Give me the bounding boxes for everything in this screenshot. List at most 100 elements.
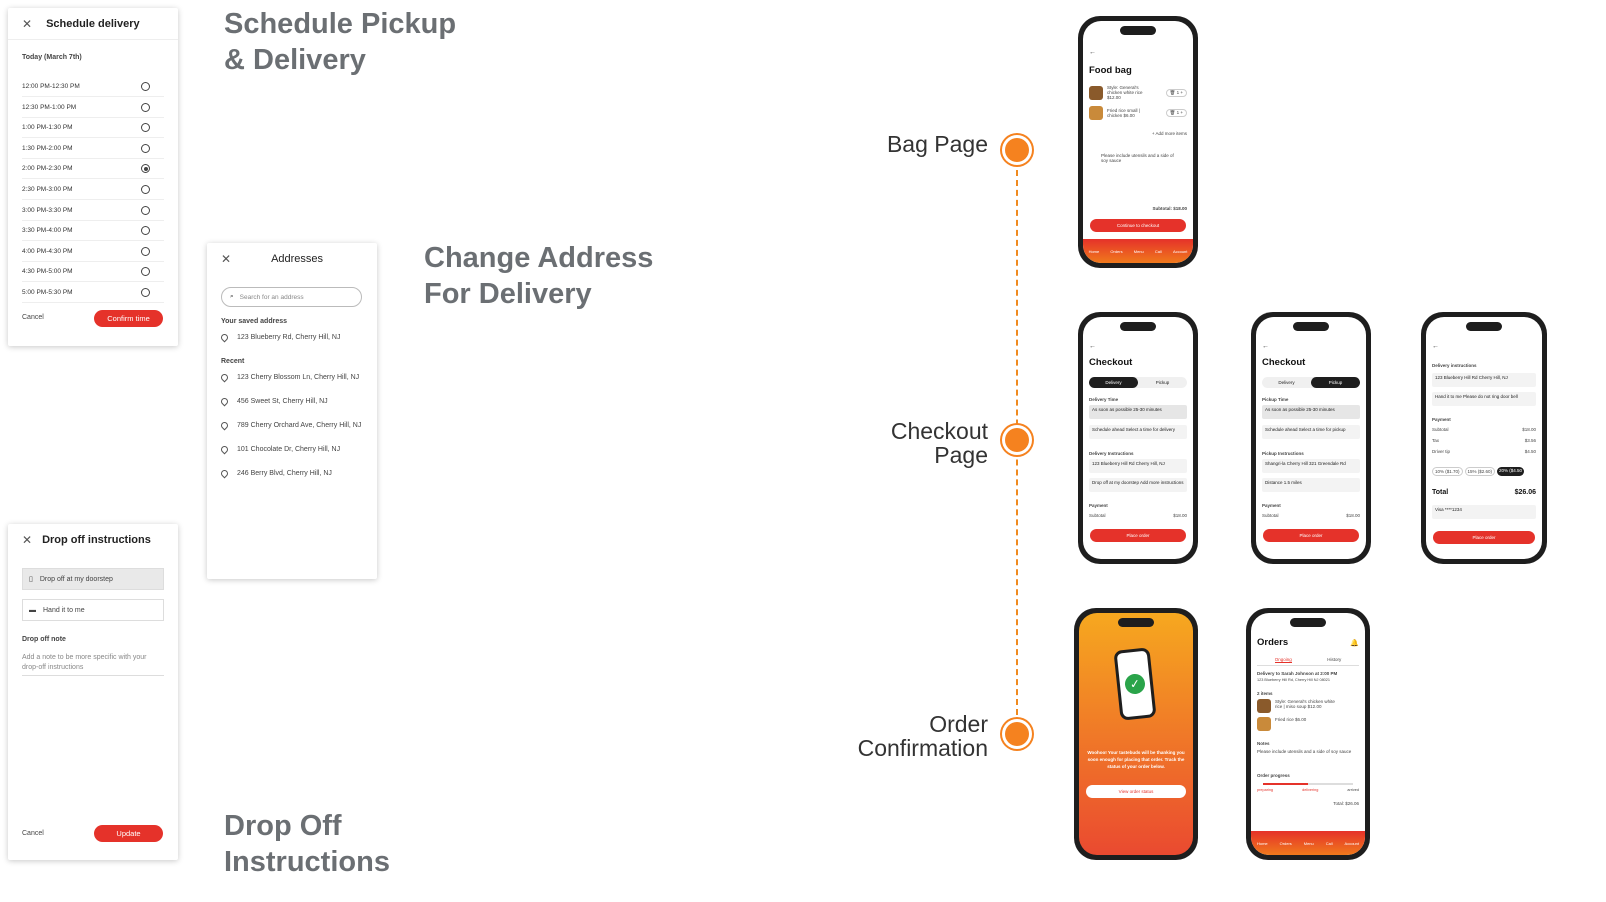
- payment-row: Tax$3.56: [1432, 438, 1536, 443]
- nav-menu[interactable]: Menu: [1303, 840, 1314, 846]
- time-slot[interactable]: 5:00 PM-5:30 PM: [22, 283, 164, 303]
- tab-ongoing[interactable]: Ongoing: [1274, 657, 1292, 663]
- back-arrow-icon[interactable]: ←: [1262, 343, 1269, 350]
- asap-option[interactable]: As soon as possible 25-30 minutes: [1089, 405, 1187, 419]
- food-image: [1089, 106, 1103, 120]
- time-slot[interactable]: 3:30 PM-4:00 PM: [22, 221, 164, 242]
- search-placeholder: Search for an address: [239, 293, 304, 301]
- confirm-time-button[interactable]: Confirm time: [94, 310, 163, 327]
- radio-button[interactable]: [141, 102, 150, 112]
- radio-button[interactable]: [141, 288, 150, 297]
- time-slot[interactable]: 12:00 PM-12:30 PM: [22, 77, 164, 97]
- saved-address[interactable]: 123 Blueberry Rd, Cherry Hill, NJ: [219, 332, 340, 343]
- nav-home[interactable]: Home: [1088, 248, 1100, 254]
- radio-button[interactable]: [141, 246, 150, 256]
- radio-button[interactable]: [141, 143, 150, 153]
- time-slot[interactable]: 3:00 PM-3:30 PM: [22, 201, 164, 221]
- nav-account[interactable]: Account: [1172, 248, 1188, 254]
- recent-address[interactable]: 246 Berry Blvd, Cherry Hill, NJ: [219, 468, 332, 479]
- recent-address[interactable]: 101 Chocolate Dr, Cherry Hill, NJ: [219, 444, 340, 455]
- recent-address[interactable]: 456 Sweet St, Cherry Hill, NJ: [219, 396, 328, 407]
- recent-address[interactable]: 123 Cherry Blossom Ln, Cherry Hill, NJ: [219, 372, 359, 383]
- nav-menu[interactable]: Menu: [1133, 248, 1144, 254]
- drop-off-option[interactable]: Drop off at my doorstep Add more instruc…: [1089, 478, 1187, 492]
- utensils-note[interactable]: Please include utensils and a side of so…: [1101, 153, 1174, 163]
- order-item-1: Style: General's chicken white rice | mi…: [1257, 699, 1359, 713]
- close-icon[interactable]: ✕: [22, 16, 33, 31]
- time-slot[interactable]: 2:00 PM-2:30 PM: [22, 159, 164, 180]
- location-pin-icon: [219, 396, 230, 407]
- add-more-items-button[interactable]: + Add more items: [1151, 131, 1187, 136]
- delivery-address[interactable]: 123 Blueberry Hill Rd Cherry Hill, NJ: [1089, 459, 1187, 473]
- tip-10[interactable]: 10% ($1.70): [1432, 467, 1463, 476]
- tab-history[interactable]: History: [1327, 657, 1342, 662]
- hand-to-me-option[interactable]: Hand it to me Please do not ring door be…: [1432, 392, 1536, 406]
- quantity-stepper[interactable]: 🗑 1 +: [1165, 109, 1187, 117]
- schedule-ahead-option[interactable]: Schedule ahead Select a time for pickup: [1262, 425, 1360, 439]
- asap-option[interactable]: As soon as possible 25-30 minutes: [1262, 405, 1360, 419]
- payment-card[interactable]: Visa ****1234: [1432, 505, 1536, 519]
- radio-button[interactable]: [141, 226, 150, 236]
- time-slot[interactable]: 1:30 PM-2:00 PM: [22, 139, 164, 159]
- cancel-button[interactable]: Cancel: [22, 830, 44, 837]
- bag-item-2: Fried rice small | chicken $6.00 🗑 1 +: [1089, 106, 1187, 120]
- radio-button[interactable]: [141, 123, 150, 133]
- back-arrow-icon[interactable]: ←: [1432, 343, 1439, 350]
- saved-label: Your saved address: [221, 318, 288, 325]
- option-hand-to-me[interactable]: ▬Hand it to me: [22, 599, 164, 621]
- radio-button[interactable]: [141, 164, 150, 174]
- close-icon[interactable]: ✕: [221, 252, 232, 266]
- nav-account[interactable]: Account: [1344, 840, 1359, 846]
- tip-15[interactable]: 15% ($2.60): [1464, 467, 1496, 476]
- drop-off-header: ✕ Drop off instructions: [8, 524, 178, 556]
- quantity-stepper[interactable]: 🗑 1 +: [1165, 88, 1187, 97]
- note-input[interactable]: Add a note to be more specific with your…: [22, 653, 164, 676]
- nav-home[interactable]: Home: [1256, 840, 1268, 846]
- bell-icon[interactable]: 🔔: [1350, 640, 1359, 647]
- update-button[interactable]: Update: [94, 825, 163, 842]
- place-order-button[interactable]: Place order: [1433, 531, 1535, 544]
- tip-20[interactable]: 20% ($4.50: [1497, 467, 1525, 476]
- orders-title: Orders: [1257, 637, 1289, 648]
- nav-orders[interactable]: Orders: [1279, 840, 1292, 846]
- radio-button[interactable]: [141, 267, 150, 277]
- time-slot[interactable]: 1:00 PM-1:30 PM: [22, 118, 164, 139]
- delivery-instructions-label: Delivery Instructions: [1089, 451, 1134, 456]
- food-image: [1257, 717, 1271, 731]
- nav-call[interactable]: Call: [1325, 840, 1333, 846]
- close-icon[interactable]: ✕: [22, 533, 33, 547]
- cancel-button[interactable]: Cancel: [22, 314, 44, 321]
- order-item-2: Fried rice $6.00: [1257, 717, 1359, 731]
- nav-orders[interactable]: Orders: [1110, 248, 1123, 254]
- place-order-button[interactable]: Place order: [1263, 529, 1359, 542]
- store-address[interactable]: Shangri-la Cherry Hill 321 Greendale Rd: [1262, 459, 1360, 473]
- place-order-button[interactable]: Place order: [1090, 529, 1186, 542]
- nav-call[interactable]: Call: [1154, 248, 1162, 254]
- time-slot[interactable]: 4:30 PM-5:00 PM: [22, 262, 164, 283]
- delivery-address[interactable]: 123 Blueberry Hill Rd Cherry Hill, NJ: [1432, 373, 1536, 387]
- back-arrow-icon[interactable]: ←: [1089, 49, 1096, 56]
- search-icon: ⌕: [230, 293, 234, 300]
- continue-to-checkout-button[interactable]: Continue to checkout: [1090, 219, 1186, 232]
- time-slot[interactable]: 12:30 PM-1:00 PM: [22, 98, 164, 118]
- radio-button[interactable]: [141, 205, 150, 215]
- time-slot[interactable]: 2:30 PM-3:00 PM: [22, 180, 164, 200]
- progress-steps: preparing delivering arrived: [1257, 788, 1359, 792]
- note-label: Drop off note: [22, 636, 66, 643]
- view-order-status-button[interactable]: View order status: [1086, 785, 1186, 798]
- pickup-time-label: Pickup Time: [1262, 397, 1289, 402]
- schedule-title: Schedule delivery: [46, 17, 140, 30]
- schedule-ahead-option[interactable]: Schedule ahead Select a time for deliver…: [1089, 425, 1187, 439]
- location-pin-icon: [219, 372, 230, 383]
- radio-button[interactable]: [141, 185, 150, 194]
- recent-address[interactable]: 789 Cherry Orchard Ave, Cherry Hill, NJ: [219, 420, 361, 431]
- option-doorstep[interactable]: ▯Drop off at my doorstep: [22, 568, 164, 590]
- search-input[interactable]: ⌕ Search for an address: [221, 287, 362, 307]
- back-arrow-icon[interactable]: ←: [1089, 343, 1096, 350]
- time-slot[interactable]: 4:00 PM-4:30 PM: [22, 242, 164, 262]
- radio-button[interactable]: [141, 82, 150, 91]
